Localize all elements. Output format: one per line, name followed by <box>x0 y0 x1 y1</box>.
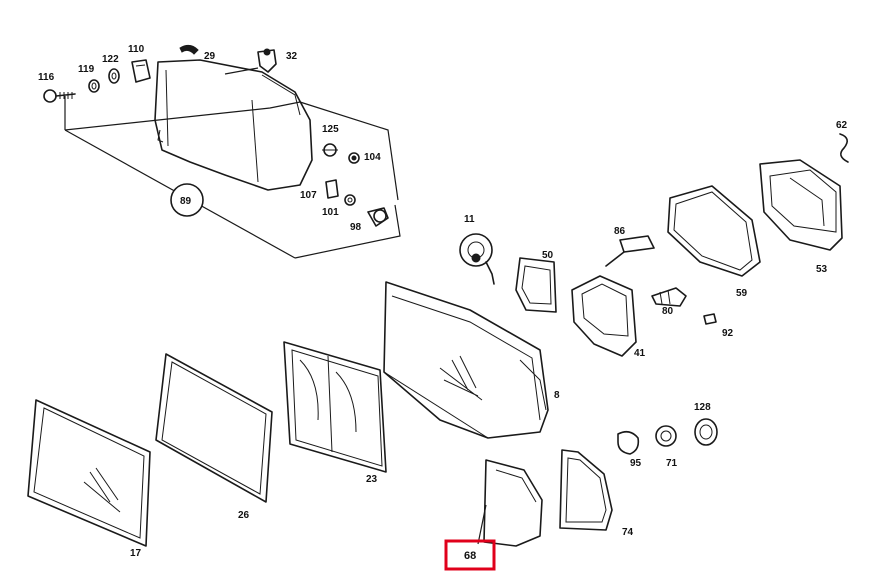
label-29: 29 <box>204 51 216 62</box>
label-26: 26 <box>238 510 250 521</box>
label-50: 50 <box>542 250 554 261</box>
label-8: 8 <box>554 390 560 401</box>
bulb-95 <box>617 430 640 455</box>
washer-122 <box>108 68 120 84</box>
gasket-74 <box>559 449 613 531</box>
label-17: 17 <box>130 548 142 559</box>
label-71: 71 <box>666 458 678 469</box>
label-110: 110 <box>128 44 145 55</box>
bulb-80 <box>651 287 687 307</box>
clip-29 <box>179 44 199 55</box>
label-107: 107 <box>300 190 317 201</box>
reflector-50 <box>515 257 557 313</box>
nut-119 <box>88 79 100 93</box>
label-74: 74 <box>622 527 634 538</box>
label-116: 116 <box>38 72 55 83</box>
label-41: 41 <box>634 348 646 359</box>
label-53: 53 <box>816 264 828 275</box>
socket-71 <box>655 425 677 447</box>
headlamp-body-8 <box>383 281 549 439</box>
highlight-box <box>444 539 496 571</box>
label-62: 62 <box>836 120 848 131</box>
label-23: 23 <box>366 474 378 485</box>
label-119: 119 <box>78 64 95 75</box>
screw-116 <box>43 89 76 103</box>
frame-23 <box>283 341 387 473</box>
highlight-68[interactable]: 68 <box>444 539 496 571</box>
label-32: 32 <box>286 51 298 62</box>
label-95: 95 <box>630 458 642 469</box>
signal-lens-68 <box>483 459 543 547</box>
bulb-86 <box>605 235 655 267</box>
label-101: 101 <box>322 207 339 218</box>
label-11: 11 <box>464 214 475 225</box>
label-92: 92 <box>722 328 734 339</box>
callout-89 <box>170 183 204 217</box>
label-128: 128 <box>694 402 711 413</box>
label-125: 125 <box>322 124 339 135</box>
rear-housing <box>154 59 313 191</box>
label-68[interactable]: 68 <box>464 550 476 562</box>
gear-104 <box>348 152 360 164</box>
washer-101 <box>344 194 356 206</box>
grommet-32 <box>257 48 277 73</box>
label-122: 122 <box>102 54 119 65</box>
knob-98 <box>367 207 389 227</box>
label-59: 59 <box>736 288 748 299</box>
clip-107 <box>325 179 339 199</box>
label-104: 104 <box>364 152 381 163</box>
label-98: 98 <box>350 222 362 233</box>
clip-110 <box>131 59 151 83</box>
cover-53 <box>759 159 843 251</box>
gasket-26 <box>155 353 273 503</box>
gasket-59 <box>667 185 761 277</box>
bulb-92 <box>703 313 717 325</box>
label-86: 86 <box>614 226 626 237</box>
ring-128 <box>694 418 718 446</box>
reflector-41 <box>571 275 637 357</box>
socket-11 <box>459 233 495 285</box>
label-89: 89 <box>180 196 192 207</box>
adjuster-125 <box>322 143 338 157</box>
front-glass-17 <box>27 399 151 547</box>
spring-clip-62 <box>839 133 849 163</box>
label-80: 80 <box>662 306 674 317</box>
